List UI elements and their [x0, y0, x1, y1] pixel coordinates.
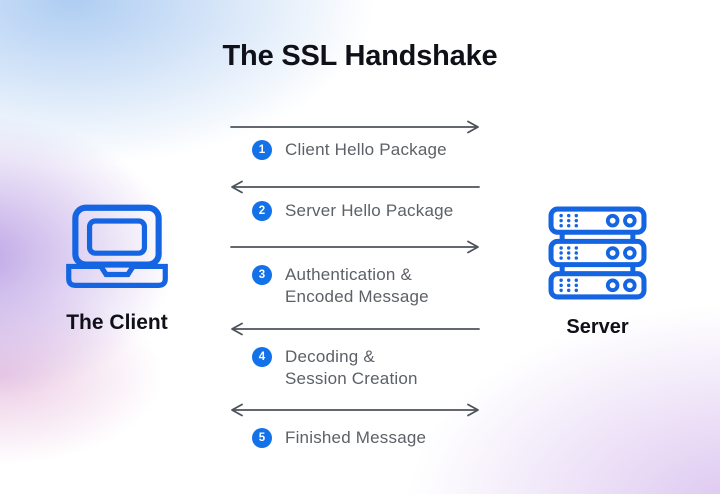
step-4-label: Decoding &Session Creation — [285, 347, 418, 388]
step-3-number-badge: 3 — [252, 265, 272, 285]
step-1-arrow-right-icon — [230, 119, 480, 135]
server-label: Server — [566, 316, 629, 338]
step-4-arrow-left-icon — [230, 321, 480, 337]
server-endpoint: Server — [520, 206, 675, 339]
step-3-arrow-right-icon — [230, 239, 480, 255]
step-1-number-badge: 1 — [252, 140, 272, 160]
step-row-server-hello: 2 Server Hello Package — [252, 200, 492, 222]
step-5-number-badge: 5 — [252, 428, 272, 448]
step-row-client-hello: 1 Client Hello Package — [252, 139, 492, 161]
step-row-finished: 5 Finished Message — [252, 427, 492, 449]
client-label: The Client — [66, 311, 168, 334]
step-5-label: Finished Message — [285, 428, 427, 447]
step-3-label: Authentication &Encoded Message — [285, 265, 429, 306]
client-endpoint: The Client — [38, 203, 196, 335]
server-icon — [548, 206, 647, 301]
diagram-title: The SSL Handshake — [222, 40, 498, 72]
laptop-icon — [66, 204, 168, 288]
step-2-label: Server Hello Package — [285, 201, 454, 220]
step-2-number-badge: 2 — [252, 201, 272, 221]
step-4-number-badge: 4 — [252, 347, 272, 367]
step-5-arrow-both-icon — [230, 402, 480, 418]
step-row-decoding: 4 Decoding &Session Creation — [252, 346, 492, 390]
step-1-label: Client Hello Package — [285, 140, 447, 159]
step-2-arrow-left-icon — [230, 179, 480, 195]
step-row-authentication: 3 Authentication &Encoded Message — [252, 264, 492, 308]
